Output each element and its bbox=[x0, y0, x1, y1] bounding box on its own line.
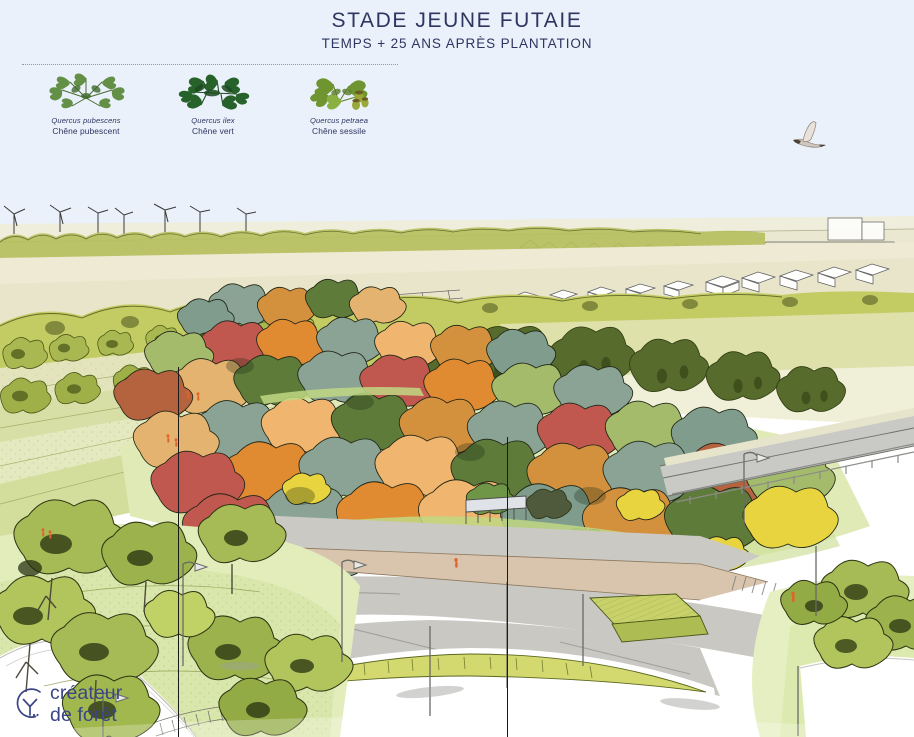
brand-logo-text: créateur de forêt bbox=[50, 682, 122, 726]
oak-leaf-ilex-icon bbox=[167, 72, 259, 114]
brand-logo: créateur de forêt bbox=[10, 681, 160, 729]
legend-common-name: Chêne sessile bbox=[312, 126, 366, 136]
legend-item: Quercus petraea Chêne sessile bbox=[279, 72, 399, 137]
legend-latin-name: Quercus pubescens bbox=[51, 116, 121, 125]
forest-perspective-illustration bbox=[0, 196, 914, 737]
brand-logo-line1: créateur bbox=[50, 682, 123, 704]
oak-leaf-pubescens-icon bbox=[40, 72, 132, 114]
page-title: STADE JEUNE FUTAIE bbox=[331, 9, 583, 32]
header-band: STADE JEUNE FUTAIE TEMPS + 25 ANS APRÈS … bbox=[0, 0, 914, 196]
title-block: STADE JEUNE FUTAIE TEMPS + 25 ANS APRÈS … bbox=[0, 8, 914, 53]
legend-item: Quercus ilex Chêne vert bbox=[153, 72, 273, 137]
legend-common-name: Chêne pubescent bbox=[52, 126, 120, 136]
flying-bird-icon bbox=[789, 118, 831, 156]
page-subtitle: TEMPS + 25 ANS APRÈS PLANTATION bbox=[321, 36, 593, 51]
circle-chevron-logo-icon bbox=[10, 683, 50, 723]
dotted-divider bbox=[22, 64, 398, 65]
oak-leaf-petraea-icon bbox=[293, 72, 385, 114]
section-line-b bbox=[507, 437, 509, 737]
section-line-a bbox=[178, 367, 180, 737]
legend-latin-name: Quercus petraea bbox=[309, 116, 369, 125]
brand-logo-line2: de forêt bbox=[50, 704, 117, 726]
species-legend: Quercus pubescens Chêne pubescent bbox=[14, 72, 414, 142]
legend-latin-name: Quercus ilex bbox=[191, 116, 235, 125]
legend-item: Quercus pubescens Chêne pubescent bbox=[26, 72, 146, 137]
legend-common-name: Chêne vert bbox=[192, 126, 234, 136]
